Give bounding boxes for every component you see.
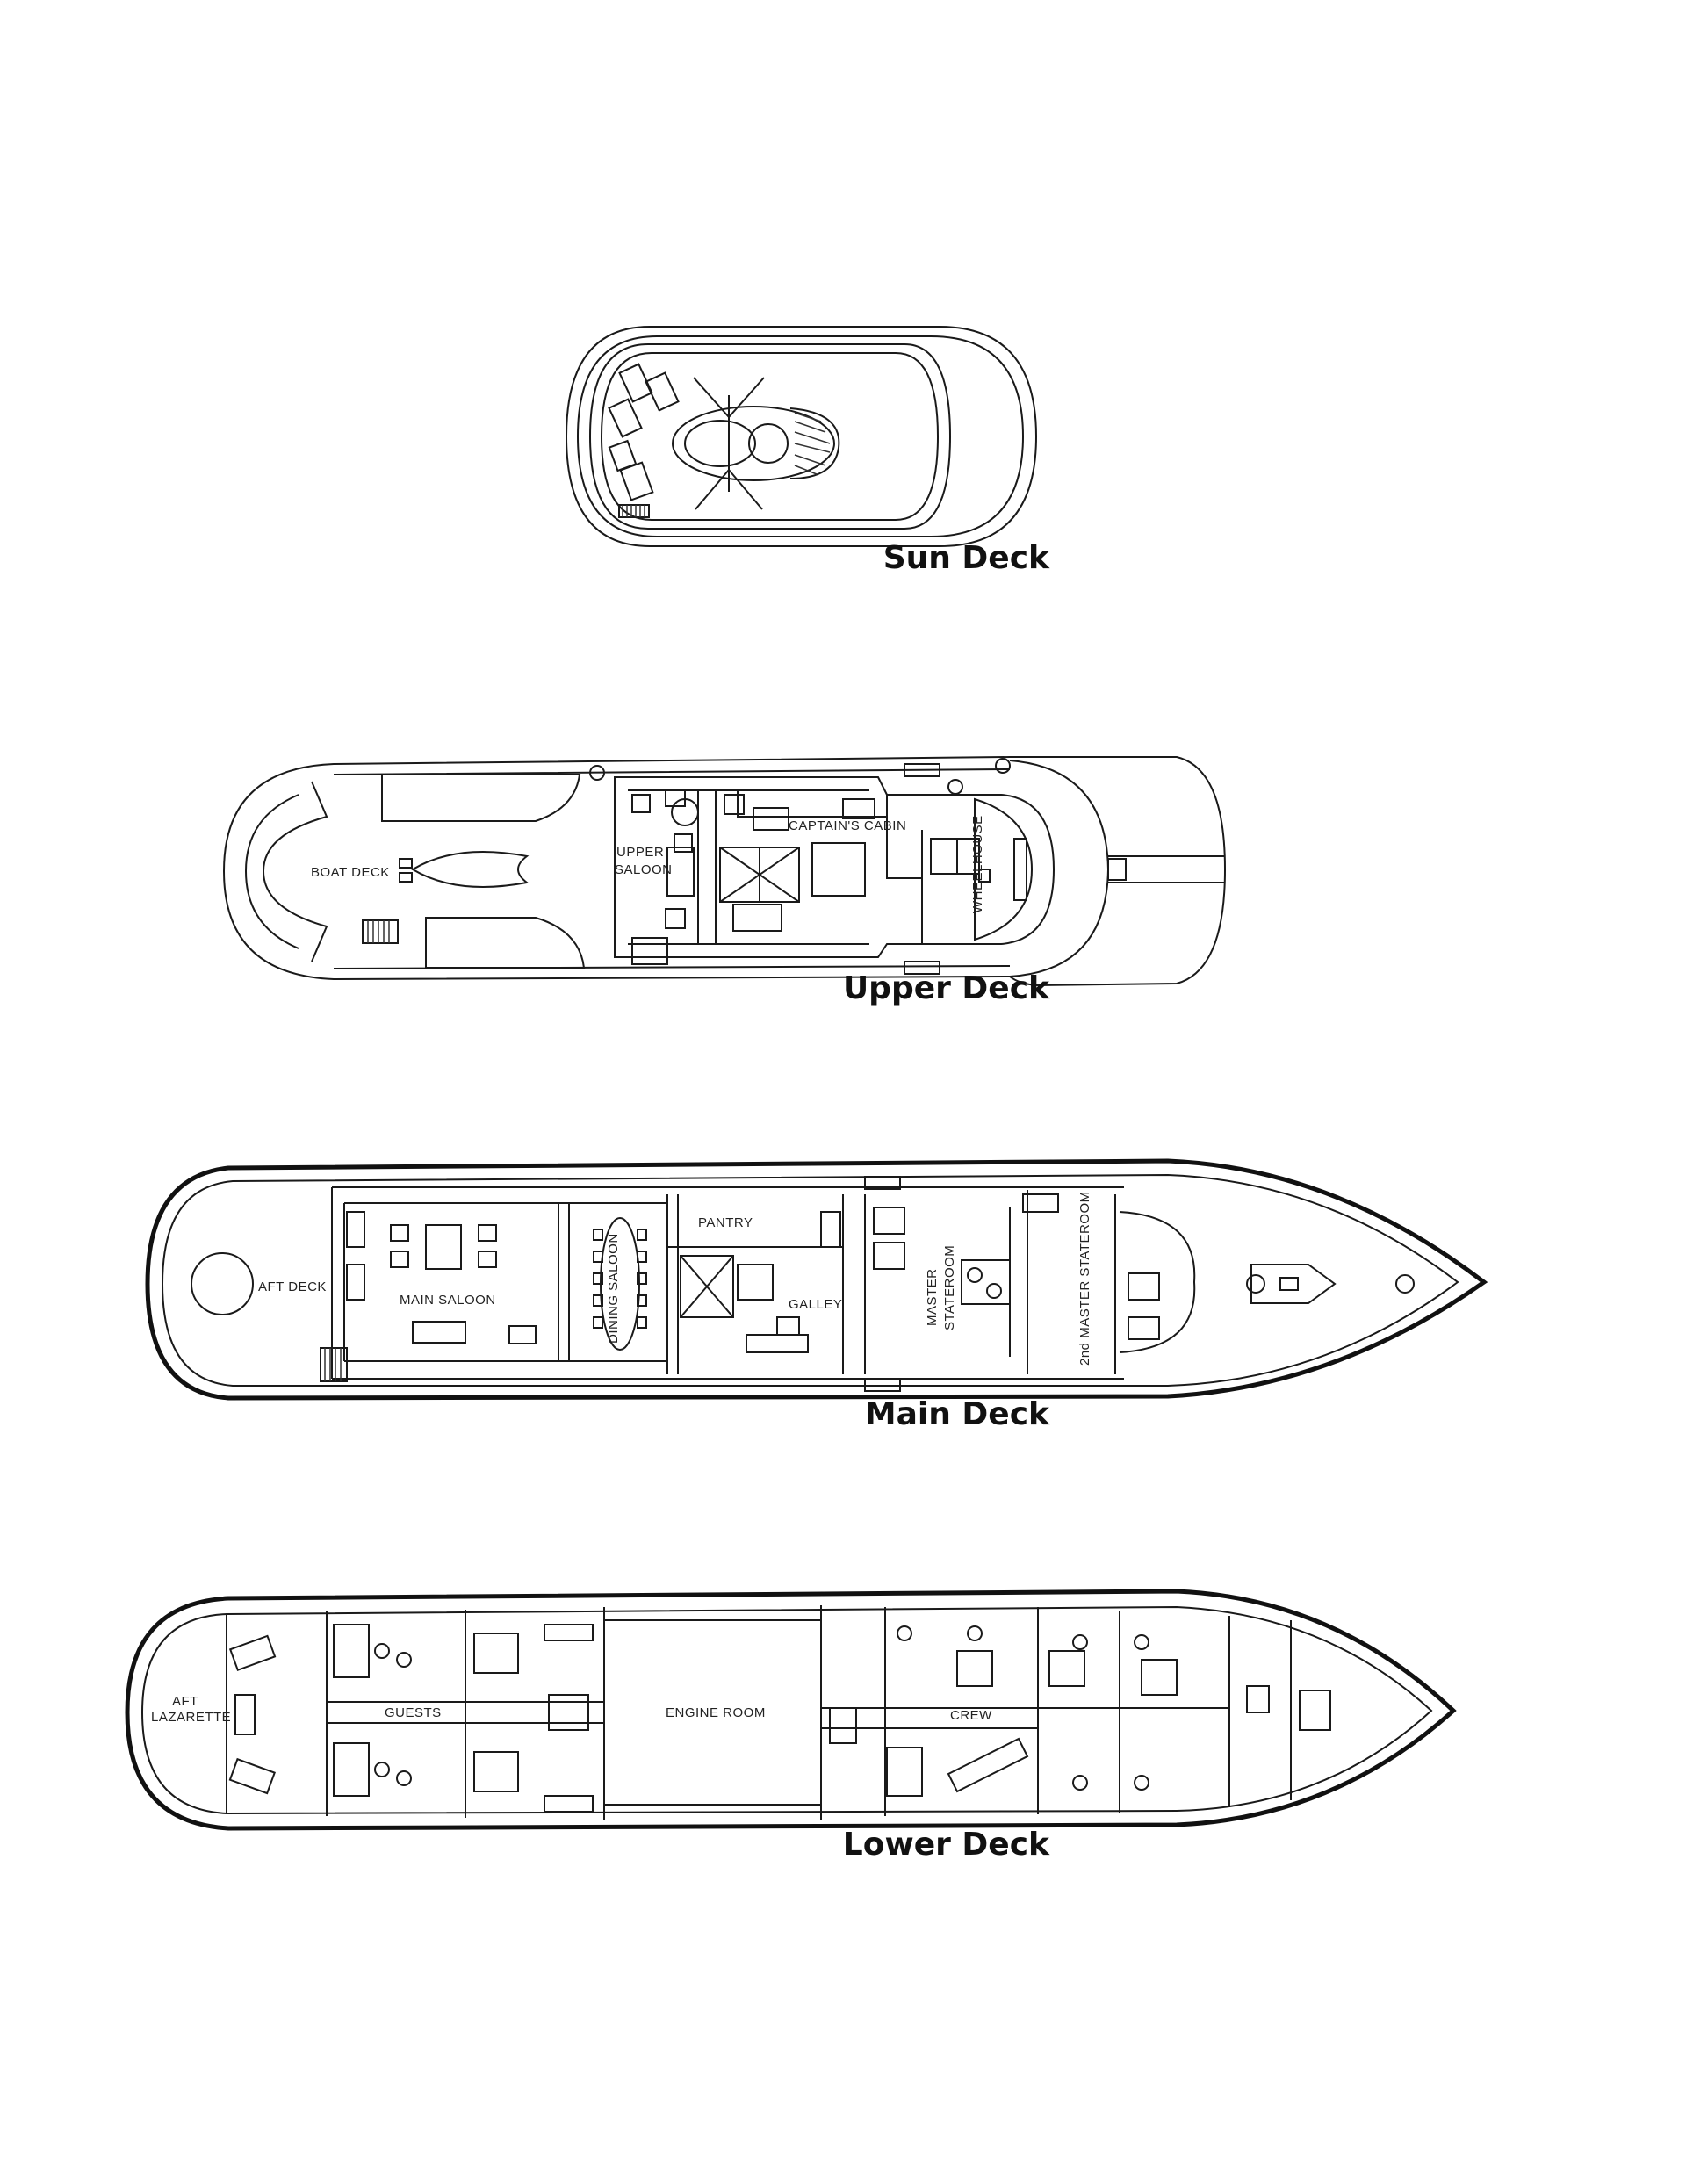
deck-title-lower: Lower Deck: [842, 1827, 1049, 1863]
lower-room-label: ENGINE ROOM: [666, 1705, 766, 1720]
main-room-label: DINING SALOON: [606, 1233, 621, 1344]
upper-room-label: WHEELHOUSE: [970, 815, 985, 913]
main-room-label: STATEROOM: [942, 1245, 957, 1330]
lower-room-label: GUESTS: [385, 1705, 442, 1720]
deck-title-sun: Sun Deck: [883, 540, 1049, 576]
upper-room-label: SALOON: [615, 862, 673, 877]
upper-room-label: CAPTAIN'S CABIN: [789, 818, 906, 833]
main-room-label: 2nd MASTER STATEROOM: [1077, 1191, 1092, 1366]
main-room-label: MASTER: [925, 1268, 940, 1326]
lower-room-label: LAZARETTE: [151, 1710, 231, 1725]
sun-deck-plan: [565, 326, 1038, 547]
deck-title-main: Main Deck: [864, 1396, 1049, 1432]
main-room-label: AFT DECK: [258, 1279, 327, 1294]
upper-deck-plan: BOAT DECK UPPER SALOON CAPTAIN'S CABIN W…: [222, 756, 1227, 987]
main-deck-plan: AFT DECK MAIN SALOON DINING SALOON PANTR…: [145, 1158, 1488, 1401]
main-room-label: GALLEY: [789, 1297, 842, 1312]
main-room-label: PANTRY: [698, 1215, 753, 1230]
upper-room-label: UPPER: [616, 845, 664, 860]
main-room-label: MAIN SALOON: [400, 1293, 496, 1308]
lower-room-label: CREW: [950, 1708, 992, 1723]
deck-title-upper: Upper Deck: [842, 970, 1049, 1006]
upper-room-label: BOAT DECK: [311, 865, 390, 880]
lower-deck-plan: AFT LAZARETTE GUESTS ENGINE ROOM CREW: [125, 1589, 1457, 1831]
lower-room-label: AFT: [172, 1694, 198, 1709]
